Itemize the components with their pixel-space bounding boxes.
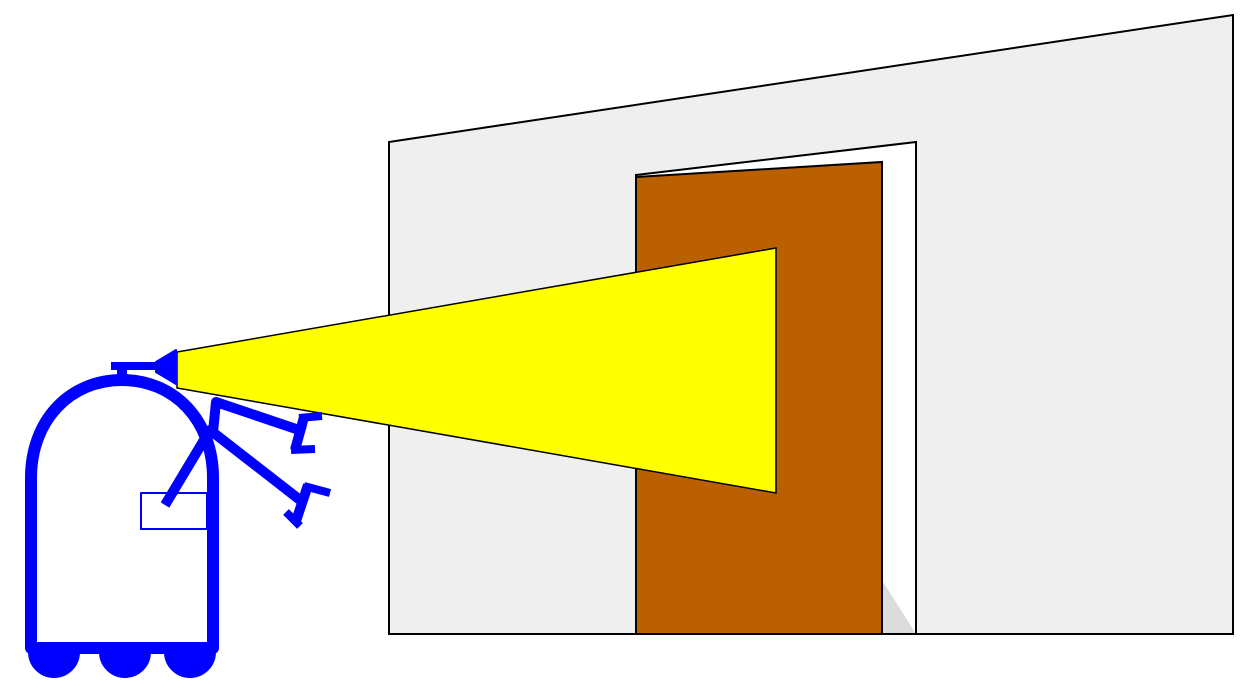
lower-gripper-tip	[283, 509, 303, 529]
lower-gripper-bar	[291, 483, 313, 523]
robot-arm-upper	[208, 397, 307, 437]
wheel-icon	[28, 651, 80, 678]
upper-gripper-tip	[290, 445, 316, 454]
lower-gripper-tip	[302, 482, 332, 497]
wheel-icon	[99, 651, 151, 678]
wheel-icon	[164, 651, 216, 678]
robot-body	[25, 374, 219, 654]
door-shadow	[882, 580, 916, 634]
upper-gripper-bar	[290, 415, 309, 452]
upper-gripper-tip	[298, 412, 323, 422]
robot-arm-lower	[160, 425, 304, 508]
robot	[25, 349, 332, 678]
sensor-icon	[155, 349, 177, 385]
